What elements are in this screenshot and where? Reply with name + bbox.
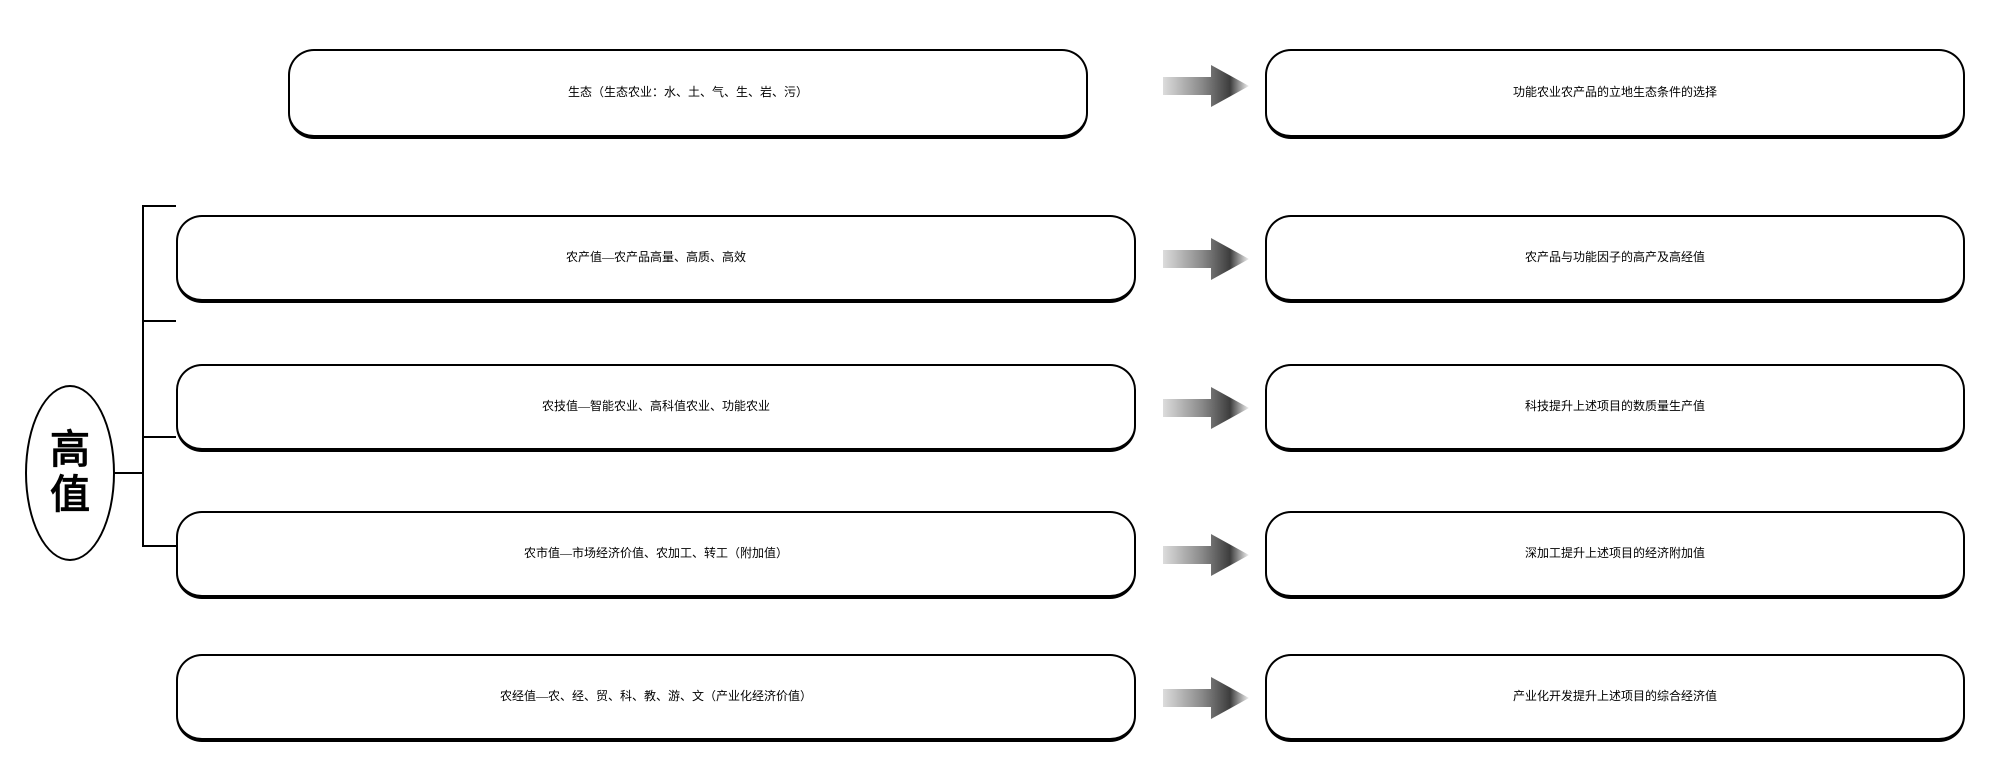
- gradient-arrow-right-icon-5: [1163, 675, 1249, 721]
- source-box-ecology[interactable]: 生态（生态农业：水、土、气、生、岩、污）: [288, 49, 1088, 139]
- source-box-production-value[interactable]: 农产值—农产品高量、高质、高效: [176, 215, 1136, 303]
- source-box-market-value-label: 农市值—市场经济价值、农加工、转工（附加值）: [523, 546, 788, 561]
- target-box-production-value-label: 农产品与功能因子的高产及高经值: [1524, 250, 1705, 265]
- source-box-economy-value[interactable]: 农经值—农、经、贸、科、教、游、文（产业化经济价值）: [176, 654, 1136, 742]
- branch-stub-line-4: [142, 545, 176, 547]
- target-box-ecology-label: 功能农业农产品的立地生态条件的选择: [1512, 85, 1717, 100]
- bracket-spine-line: [142, 205, 144, 546]
- gradient-arrow-right-icon-3: [1163, 385, 1249, 431]
- source-box-ecology-label: 生态（生态农业：水、土、气、生、岩、污）: [567, 85, 808, 100]
- target-box-production-value[interactable]: 农产品与功能因子的高产及高经值: [1265, 215, 1965, 303]
- target-box-market-value-label: 深加工提升上述项目的经济附加值: [1524, 546, 1705, 561]
- source-box-market-value[interactable]: 农市值—市场经济价值、农加工、转工（附加值）: [176, 511, 1136, 599]
- root-node-high-value[interactable]: 高值: [25, 385, 115, 561]
- branch-stub-line-1: [142, 205, 176, 207]
- root-node-label: 高值: [50, 427, 90, 517]
- target-box-market-value[interactable]: 深加工提升上述项目的经济附加值: [1265, 511, 1965, 599]
- source-box-technology-value[interactable]: 农技值—智能农业、高科值农业、功能农业: [176, 364, 1136, 452]
- target-box-technology-value[interactable]: 科技提升上述项目的数质量生产值: [1265, 364, 1965, 452]
- branch-stub-line-2: [142, 320, 176, 322]
- target-box-economy-value[interactable]: 产业化开发提升上述项目的综合经济值: [1265, 654, 1965, 742]
- branch-stub-line-3: [142, 436, 176, 438]
- source-box-production-value-label: 农产值—农产品高量、高质、高效: [565, 250, 746, 265]
- gradient-arrow-right-icon-1: [1163, 63, 1249, 109]
- target-box-ecology[interactable]: 功能农业农产品的立地生态条件的选择: [1265, 49, 1965, 139]
- source-box-economy-value-label: 农经值—农、经、贸、科、教、游、文（产业化经济价值）: [499, 689, 812, 704]
- gradient-arrow-right-icon-4: [1163, 532, 1249, 578]
- source-box-technology-value-label: 农技值—智能农业、高科值农业、功能农业: [541, 399, 770, 414]
- target-box-economy-value-label: 产业化开发提升上述项目的综合经济值: [1512, 689, 1717, 704]
- target-box-technology-value-label: 科技提升上述项目的数质量生产值: [1524, 399, 1705, 414]
- root-stem-line: [113, 472, 144, 474]
- gradient-arrow-right-icon-2: [1163, 236, 1249, 282]
